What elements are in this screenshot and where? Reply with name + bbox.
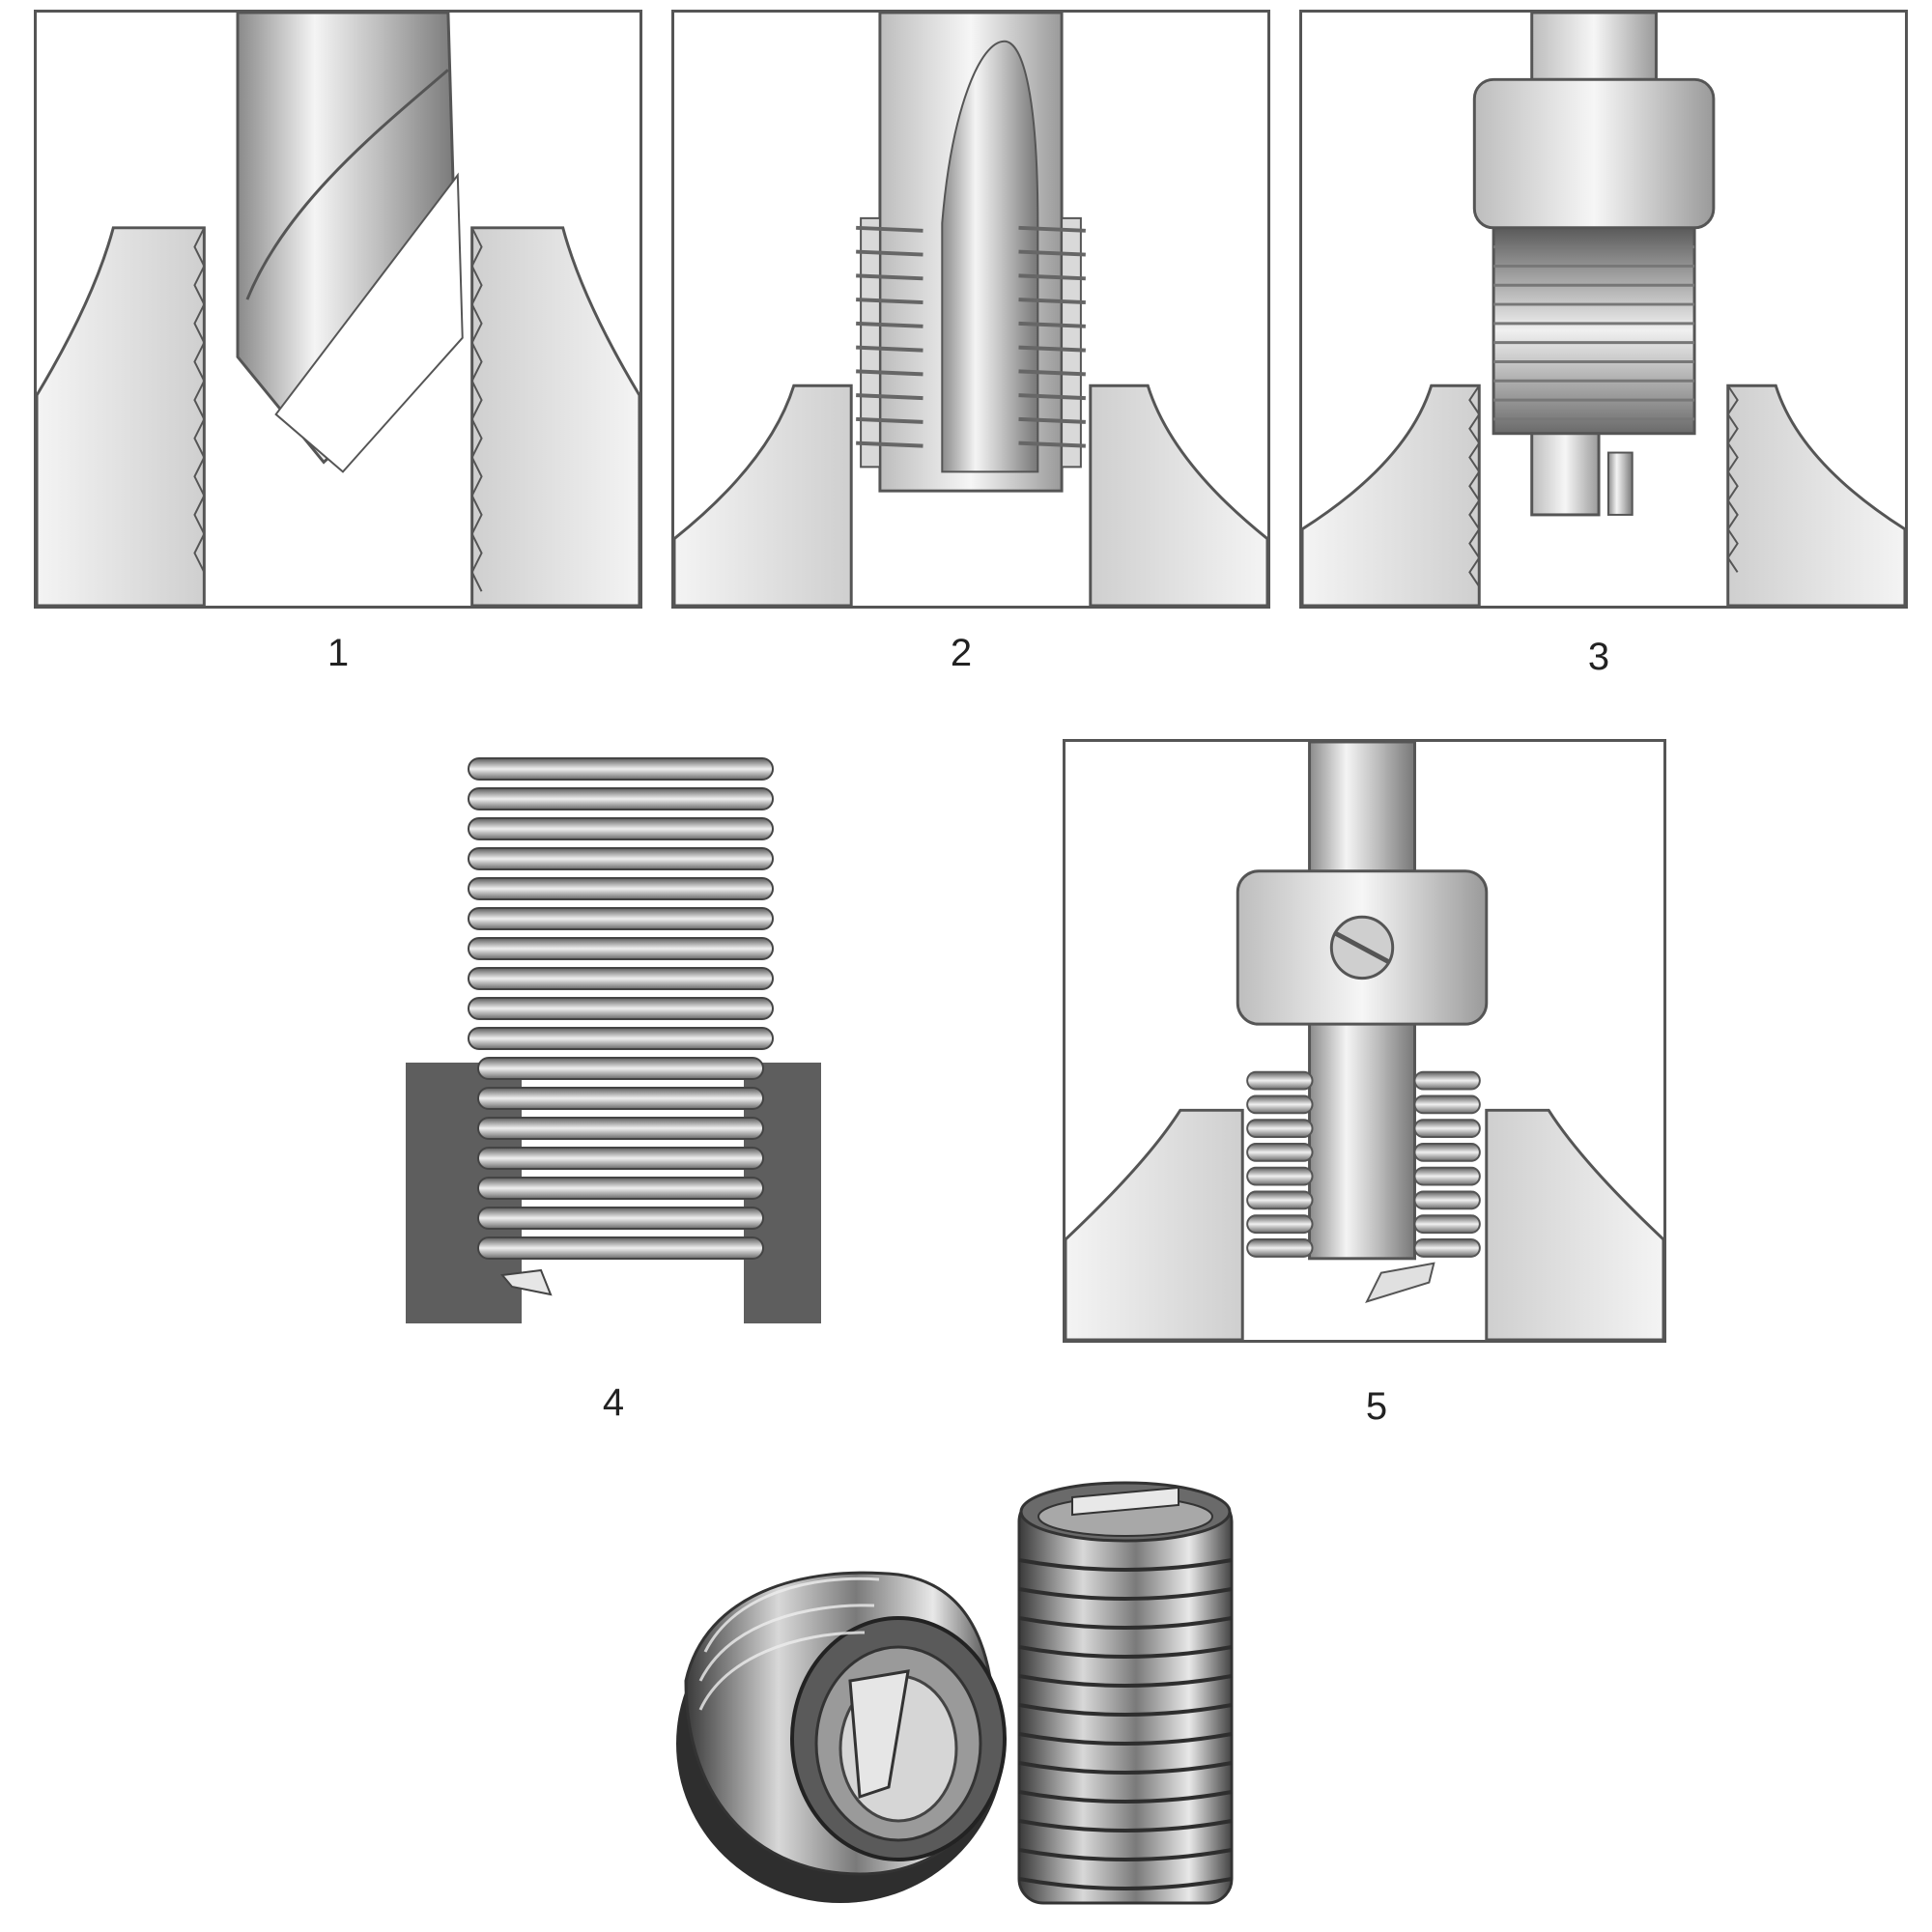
step-4-label: 4	[602, 1381, 625, 1424]
step-3-label: 3	[1587, 636, 1610, 678]
drill-bit-icon	[37, 13, 639, 606]
step-4-illustration	[396, 753, 831, 1333]
step-5-label: 5	[1365, 1385, 1388, 1428]
step-1-panel	[34, 10, 642, 609]
installed-coil-insert-icon	[406, 757, 821, 1323]
helicoil-thread-insert-photo	[638, 1468, 1314, 1913]
thread-insert-pair-icon	[676, 1481, 1234, 1905]
step-2-panel	[671, 10, 1270, 609]
step-5-panel	[1063, 739, 1666, 1343]
step-1-label: 1	[327, 632, 350, 674]
step-3-panel	[1299, 10, 1908, 609]
thread-tap-icon	[674, 13, 1267, 606]
tang-break-off-tool-icon	[1065, 742, 1663, 1340]
step-2-label: 2	[950, 632, 973, 674]
insert-installation-tool-icon	[1302, 13, 1905, 606]
